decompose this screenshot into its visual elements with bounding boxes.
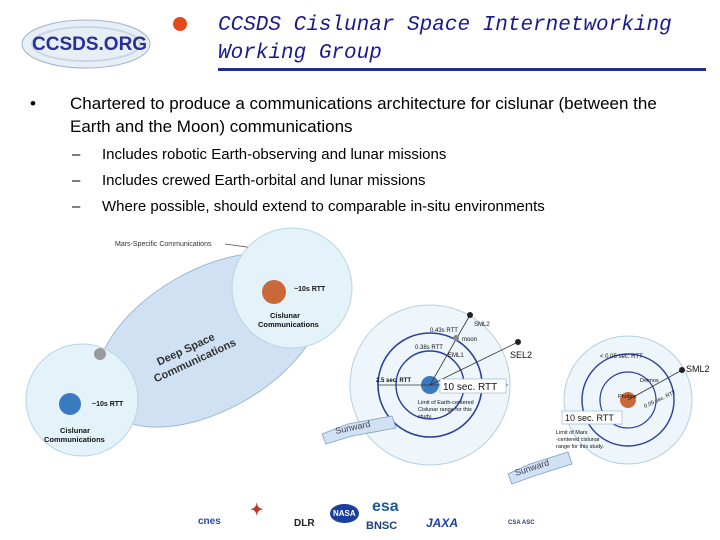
moon-icon [94,348,106,360]
cnes-logo: cnes [198,516,221,527]
mars-cislunar-halo [231,227,353,349]
jaxa-logo: JAXA [426,516,459,530]
earth-cislunar-halo [25,343,139,457]
bullet-list: • Chartered to produce a communications … [30,92,690,220]
earth-cislunar-label-2: Communications [44,435,105,444]
mars-limit-2: -centered cislunar [556,437,600,443]
dash-icon: – [72,146,81,163]
bullet-text: Chartered to produce a communications ar… [70,94,657,136]
bullet-item: • Chartered to produce a communications … [30,92,690,138]
sel2-label: SEL2 [510,350,532,360]
phobos-label: Phobos [618,394,637,400]
eml1-label: EML1 [448,353,464,359]
subbullet-item: – Includes robotic Earth-observing and l… [30,142,690,168]
earth-limit-2: Cislunar range for this [418,407,472,413]
star-icon: ✦ [250,502,264,519]
earth-cislunar-label-1: Cislunar [60,426,90,435]
cislunar-diagram: Mars-Specific Communications ~10s RTT Ci… [25,227,710,485]
earth-icon [59,393,81,415]
bnsc-logo: BNSC [366,520,398,532]
rtt-005-label: < 0.05 sec. RTT [600,354,643,360]
rtt-10-mars-label: 10 sec. RTT [565,413,614,423]
subbullet-text: Includes crewed Earth-orbital and lunar … [102,172,426,189]
moon-label: moon [462,337,477,343]
dash-icon: – [72,198,81,215]
mars-limit-1: Limit of Mars [556,430,588,436]
earth-limit-1: Limit of Earth-centered [418,400,474,406]
rtt-10-big-label: 10 sec. RTT [443,382,497,393]
title-line-2: Working Group [218,42,382,65]
mars-rtt-label: ~10s RTT [294,286,326,293]
mars-specific-label: Mars-Specific Communications [115,241,212,248]
title-line-1: CCSDS Cislunar Space Internetworking [218,14,672,37]
sml2-label: SML2 [686,364,710,374]
earth-limit-3: study. [418,414,433,420]
esa-logo: esa [372,498,399,515]
agency-logos: cnes ✦ DLR NASA esa BNSC JAXA CSA ASC [190,494,560,536]
bullet-icon: • [30,94,36,113]
title-divider [218,68,706,71]
earth-rtt-label: ~10s RTT [92,401,124,408]
sml2-icon [679,367,685,373]
page-title: CCSDS Cislunar Space Internetworking Wor… [218,12,708,68]
subbullet-item: – Where possible, should extend to compa… [30,194,690,220]
nasa-logo: NASA [330,504,359,523]
mars-orbit-outer [581,353,675,447]
sml2-small-icon [467,312,473,318]
subbullet-item: – Includes crewed Earth-orbital and luna… [30,168,690,194]
rtt-043-label: 0.43s RTT [430,328,458,334]
rtt-25-label: 2.5 sec. RTT [376,378,411,384]
dash-icon: – [72,172,81,189]
ccsds-logo: CCSDS.ORG [21,17,187,69]
subbullet-text: Includes robotic Earth-observing and lun… [102,146,447,163]
mars-limit-3: range for this study. [556,444,604,450]
rtt-038-label: 0.38s RTT [415,345,443,351]
sunward-arrow-2 [507,451,573,485]
dlr-logo: DLR [294,518,315,529]
sunward-arrow-1 [321,415,397,445]
sml2-small-label: SML2 [474,322,490,328]
mars-orbit-inner [599,371,657,429]
mars-cislunar-label-2: Communications [258,320,319,329]
csa-logo: CSA ASC [508,520,535,526]
red-dot-icon [173,17,187,31]
deimos-label: Deimos [640,378,659,384]
subbullet-text: Where possible, should extend to compara… [102,198,545,215]
moon-small-icon [453,335,459,341]
mars-cislunar-label-1: Cislunar [270,311,300,320]
logo-text: CCSDS.ORG [32,34,147,55]
sel2-icon [515,339,521,345]
mars-icon [262,280,286,304]
